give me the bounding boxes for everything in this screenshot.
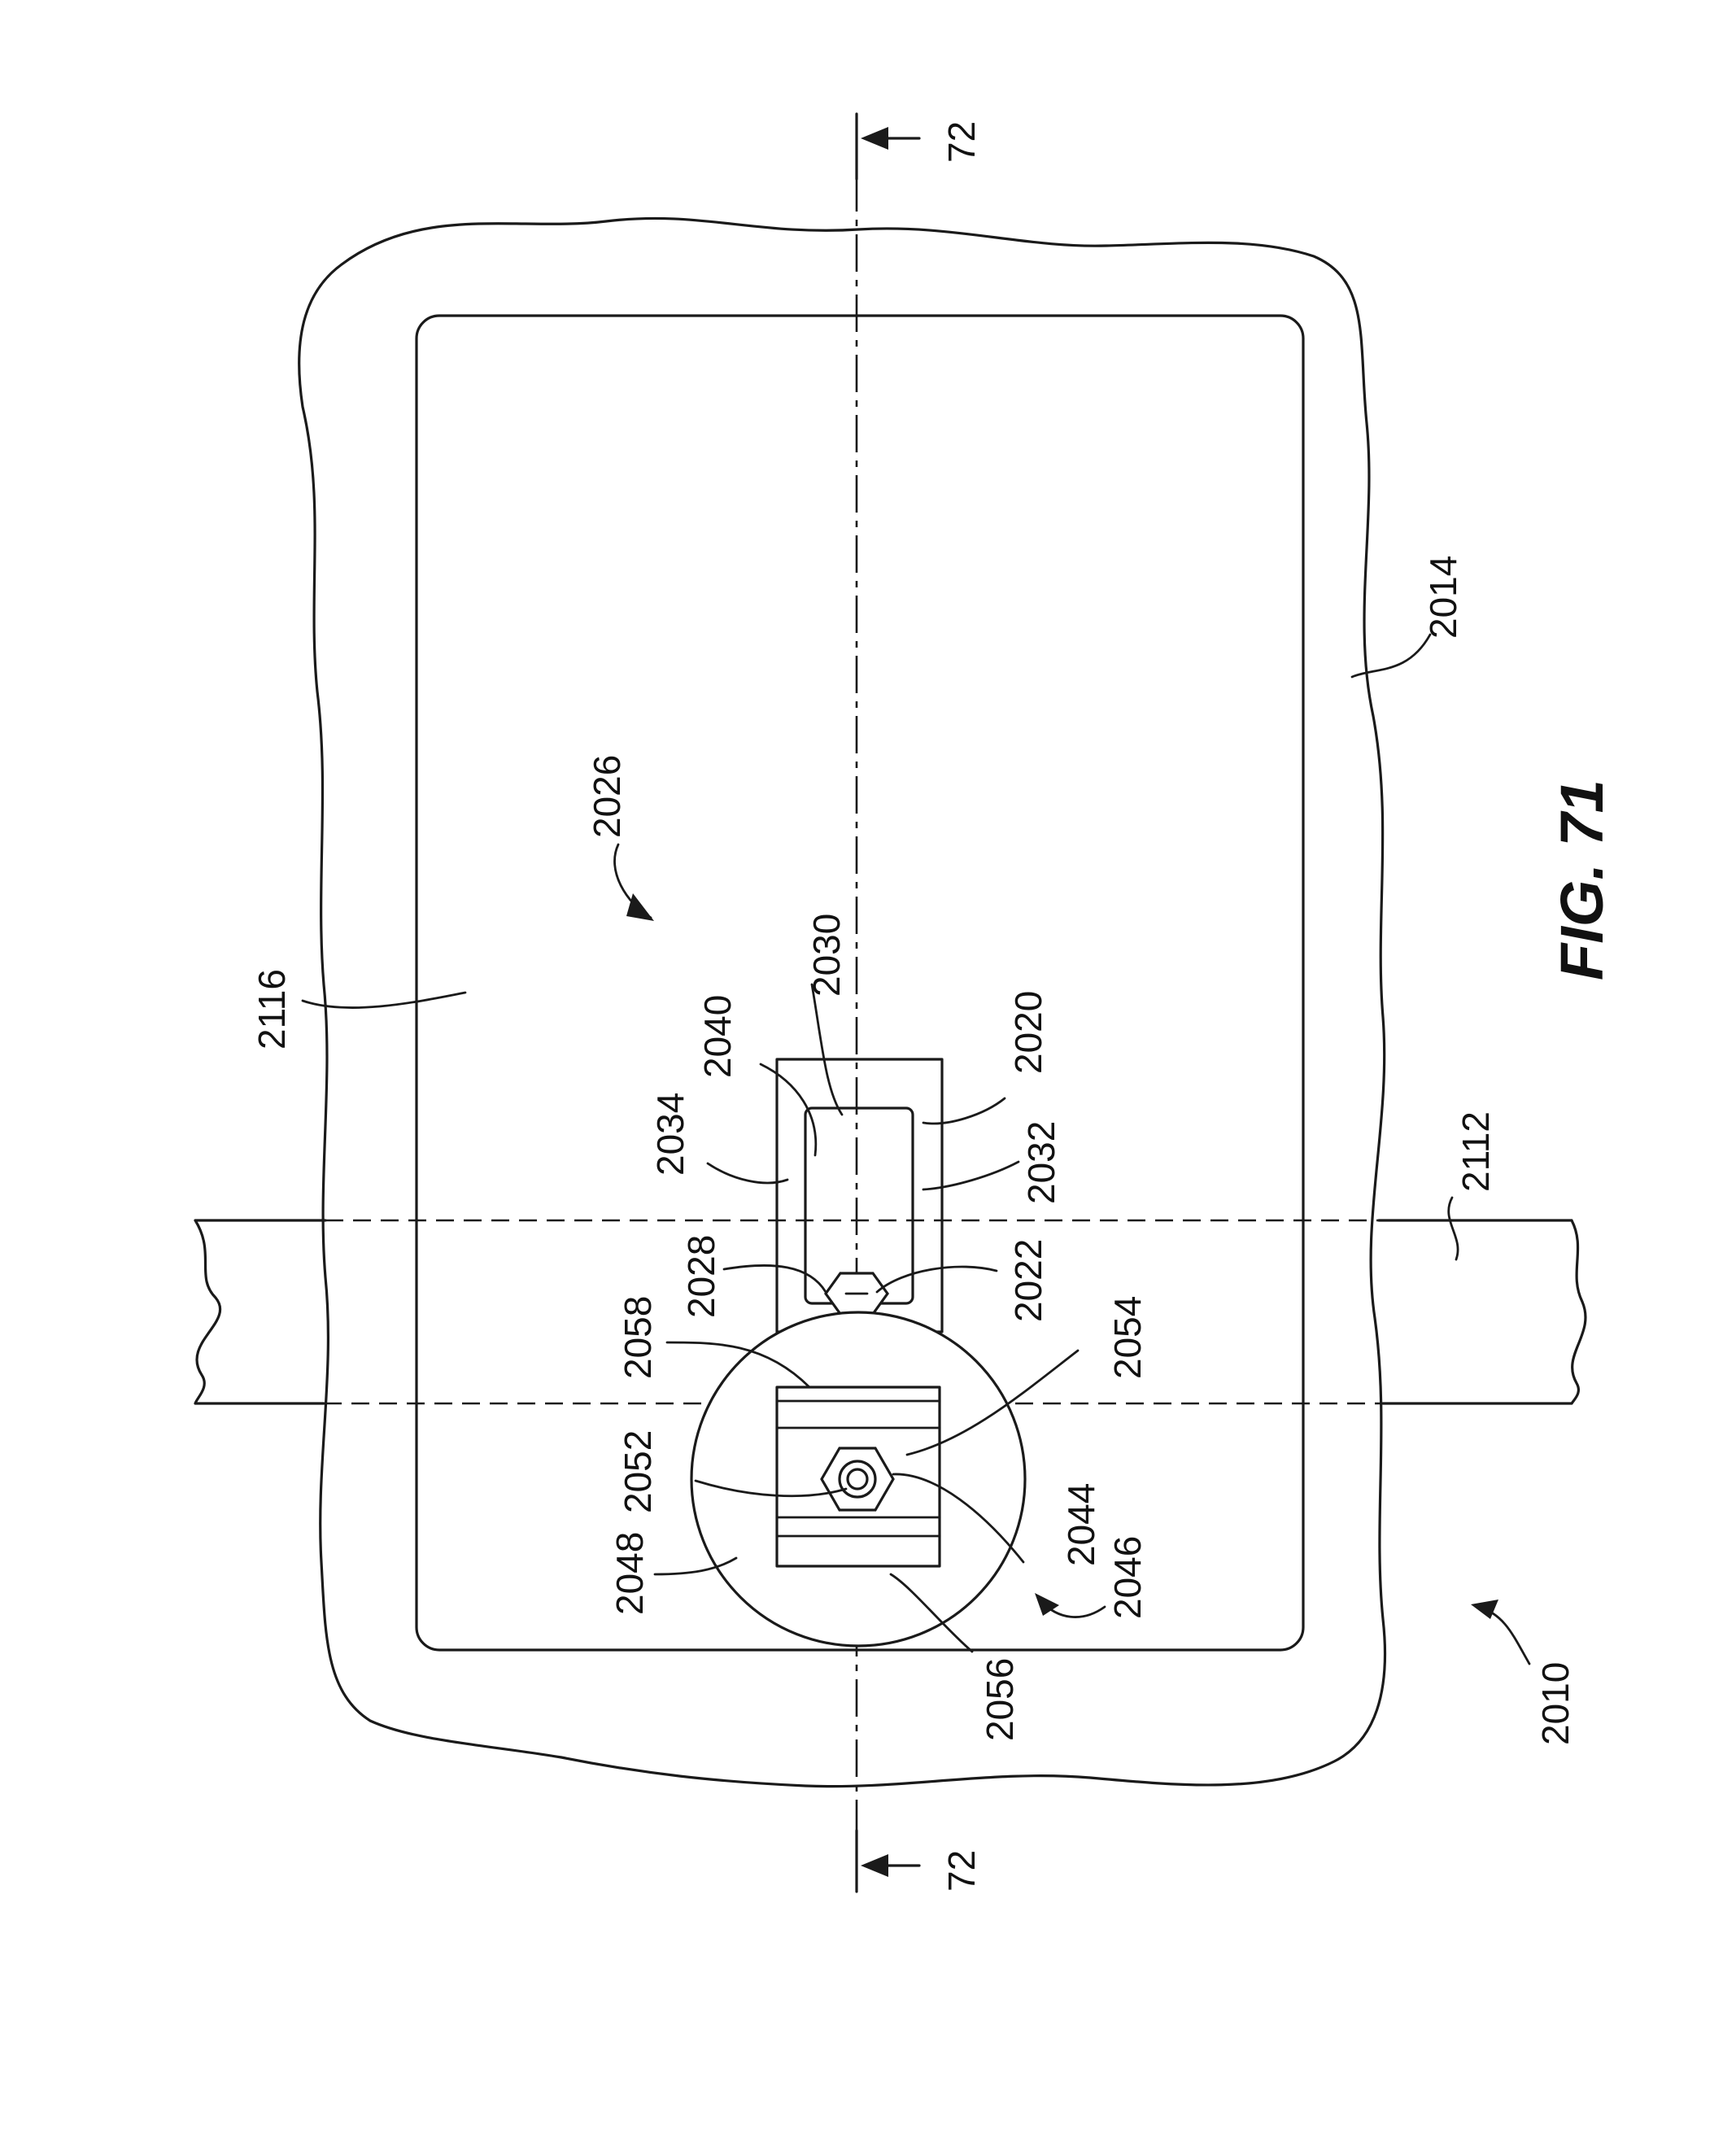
leader-2010-head — [1471, 1600, 1498, 1619]
label-2020: 2020 — [1007, 991, 1049, 1074]
leader-2030 — [810, 983, 844, 1116]
clamp-block — [775, 1386, 941, 1568]
label-2112: 2112 — [1455, 1111, 1497, 1192]
label-2034: 2034 — [649, 1093, 691, 1176]
leader-2048 — [653, 1556, 738, 1576]
label-2022: 2022 — [1007, 1239, 1049, 1322]
label-2046: 2046 — [1106, 1536, 1149, 1619]
label-2028: 2028 — [680, 1235, 722, 1318]
section-label-bottom: 72 — [940, 1850, 983, 1892]
section-label-top: 72 — [940, 121, 983, 163]
stud-2052 — [846, 1468, 869, 1490]
member-2112 — [194, 1219, 1587, 1405]
label-2026: 2026 — [586, 755, 628, 838]
leader-2046-head — [1035, 1593, 1059, 1616]
figure-title: FIG. 71 — [1548, 779, 1616, 980]
label-2014: 2014 — [1422, 556, 1464, 639]
label-2048: 2048 — [608, 1532, 651, 1615]
leader-2056 — [889, 1573, 974, 1653]
leader-2058 — [665, 1341, 811, 1389]
label-2030: 2030 — [805, 914, 848, 997]
leader-2020 — [922, 1097, 1006, 1125]
label-2044: 2044 — [1060, 1483, 1102, 1566]
section-arrow-top-head — [861, 127, 888, 150]
panel-outline — [298, 216, 1387, 1788]
label-2116: 2116 — [251, 969, 293, 1050]
leader-2116 — [301, 991, 467, 1009]
leader-2034 — [706, 1162, 789, 1185]
label-2056: 2056 — [979, 1658, 1021, 1741]
label-2052: 2052 — [617, 1430, 659, 1513]
nut-washer — [838, 1460, 877, 1499]
leader-2044 — [892, 1473, 1025, 1564]
leader-2040 — [759, 1063, 818, 1157]
label-2040: 2040 — [696, 995, 739, 1078]
inner-panel — [415, 314, 1305, 1652]
leader-2026-head — [626, 893, 654, 921]
label-2032: 2032 — [1020, 1121, 1062, 1204]
leader-2014 — [1350, 633, 1432, 679]
label-2058: 2058 — [617, 1296, 659, 1379]
section-arrow-bottom-head — [861, 1854, 888, 1877]
leader-2112 — [1447, 1196, 1459, 1261]
leader-2054 — [905, 1349, 1080, 1456]
leader-2022 — [875, 1265, 998, 1294]
leader-2028 — [722, 1264, 827, 1294]
leader-2052 — [694, 1479, 848, 1498]
nut-2044 — [820, 1447, 895, 1512]
label-2010: 2010 — [1534, 1662, 1577, 1745]
leader-2032 — [922, 1160, 1020, 1191]
label-2054: 2054 — [1106, 1296, 1149, 1379]
